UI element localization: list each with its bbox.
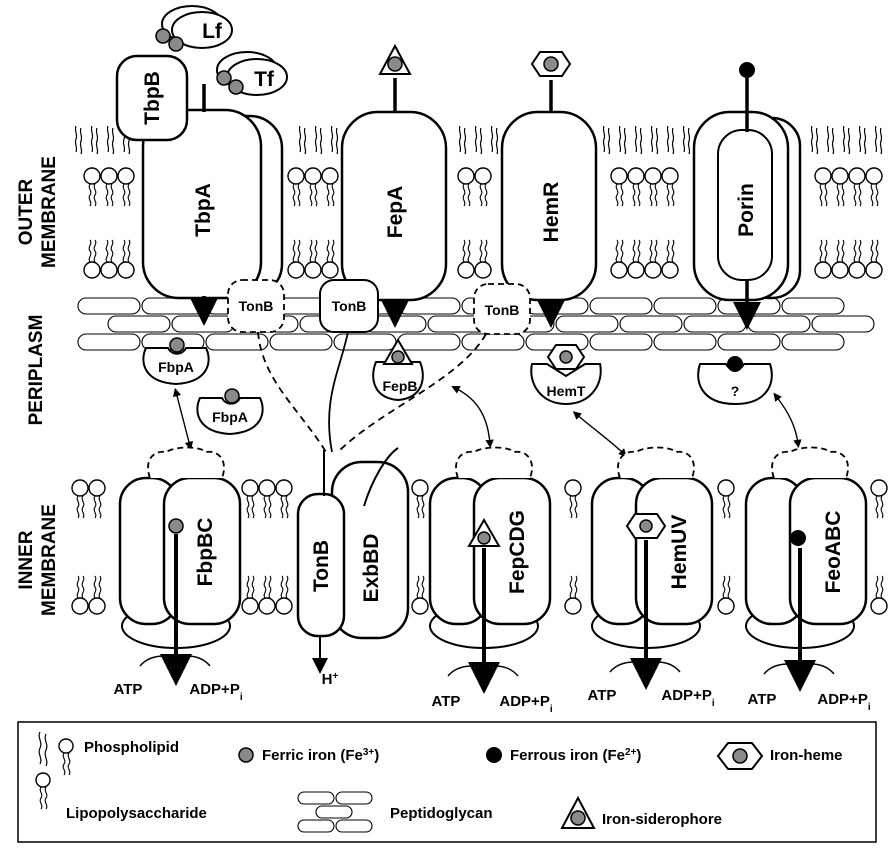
ferric-iron-icon (388, 57, 402, 71)
fepa-label: FepA (384, 186, 407, 239)
transferrin: Tf (217, 52, 287, 95)
ferrous-iron-icon (790, 530, 806, 546)
tonb-inner-label: TonB (310, 540, 333, 592)
tonb-1-label: TonB (239, 298, 274, 314)
unknown-label: ? (731, 383, 740, 399)
tbpb-label: TbpB (141, 71, 164, 125)
adp-4: ADP+Pi (817, 691, 870, 713)
feoabc-label: FeoABC (822, 511, 845, 594)
ferric-iron-icon (169, 37, 183, 51)
inner-label-1: INNER (16, 530, 37, 589)
fbpa-2: FbpA (197, 389, 262, 434)
inner-label-2: MEMBRANE (39, 504, 60, 616)
legend-heme: Iron-heme (770, 747, 843, 764)
ferric-iron-icon (733, 749, 747, 763)
ferric-iron-legend-icon (239, 748, 253, 762)
fbpa-2-label: FbpA (212, 409, 248, 425)
lf-label: Lf (202, 20, 223, 43)
fepcdg-label: FepCDG (506, 510, 529, 594)
porin-label: Porin (735, 183, 758, 237)
ferric-iron-icon (571, 811, 585, 825)
energy-labels: ATP ADP+Pi ATP ADP+Pi ATP ADP+Pi ATP ADP… (114, 681, 871, 715)
fbpbc-label: FbpBC (194, 518, 217, 587)
region-labels: OUTER MEMBRANE PERIPLASM INNER MEMBRANE (16, 156, 60, 616)
legend-ferric: Ferric iron (Fe3+) (262, 747, 379, 765)
fepcdg-transporter: FepCDG (430, 448, 550, 679)
tbpb-protein: TbpB (117, 56, 187, 140)
adp-3: ADP+Pi (661, 687, 714, 709)
ferric-iron-icon (170, 338, 184, 352)
ferric-iron-icon (478, 532, 490, 544)
periplasm-label: PERIPLASM (26, 315, 47, 426)
ferric-iron-icon (560, 351, 572, 363)
hemr-label: HemR (540, 182, 563, 243)
ferrous-iron-icon (727, 356, 743, 372)
ferric-iron-icon (640, 520, 652, 532)
atp-1: ATP (114, 681, 143, 698)
unknown-binding-protein: ? (698, 356, 772, 404)
hemt-label: HemT (547, 383, 586, 399)
tf-label: Tf (254, 68, 275, 91)
hemr-transporter: HemR (502, 52, 596, 314)
legend-siderophore: Iron-siderophore (602, 811, 722, 828)
fbpa-1-label: FbpA (158, 359, 194, 375)
ferric-iron-icon (544, 57, 558, 71)
fbpbc-transporter: FbpBC (120, 448, 240, 671)
ferrous-iron-icon (739, 62, 755, 78)
tonb-2-label: TonB (332, 298, 367, 314)
ferric-iron-icon (169, 519, 183, 533)
tonb-periplasm-3: TonB (474, 284, 530, 334)
ferric-iron-icon (229, 80, 243, 94)
hemuv-transporter: HemUV (592, 448, 712, 675)
legend-ferrous: Ferrous iron (Fe2+) (510, 747, 641, 765)
ferric-iron-icon (156, 29, 170, 43)
outer-label-2: MEMBRANE (39, 156, 60, 268)
hemt: HemT (531, 345, 601, 404)
feoabc-transporter: FeoABC (746, 448, 866, 677)
tonb-exbbd-complex: TonB ExbBD H+ (298, 448, 408, 688)
fepa-transporter: FepA (342, 46, 446, 314)
hemuv-label: HemUV (668, 515, 691, 590)
tonb-periplasm-1: TonB (228, 280, 284, 332)
outer-label-1: OUTER (16, 178, 37, 245)
atp-2: ATP (432, 693, 461, 710)
atp-4: ATP (748, 691, 777, 708)
fepb-label: FepB (383, 378, 418, 394)
proton-label: H+ (322, 671, 339, 689)
legend-peptidoglycan: Peptidoglycan (390, 805, 493, 822)
lactoferrin: Lf (156, 6, 232, 51)
ferric-iron-icon (217, 71, 231, 85)
shuttle-arrows (176, 388, 798, 454)
tonb-periplasm-2: TonB (320, 280, 378, 332)
porin-channel: Porin (694, 62, 800, 316)
adp-1: ADP+Pi (189, 681, 242, 703)
ferric-iron-icon (392, 351, 404, 363)
atp-3: ATP (588, 687, 617, 704)
ferrous-iron-legend-icon (486, 747, 502, 763)
legend-lps: Lipopolysaccharide (66, 805, 207, 822)
legend-phospholipid: Phospholipid (84, 739, 179, 756)
tonb-3-label: TonB (485, 302, 520, 318)
adp-2: ADP+Pi (499, 693, 552, 715)
exbbd-label: ExbBD (360, 534, 383, 603)
legend: Phospholipid Lipopolysaccharide Ferric i… (18, 722, 876, 842)
ferric-iron-icon (225, 389, 239, 403)
tbpa-label: TbpA (192, 183, 215, 237)
